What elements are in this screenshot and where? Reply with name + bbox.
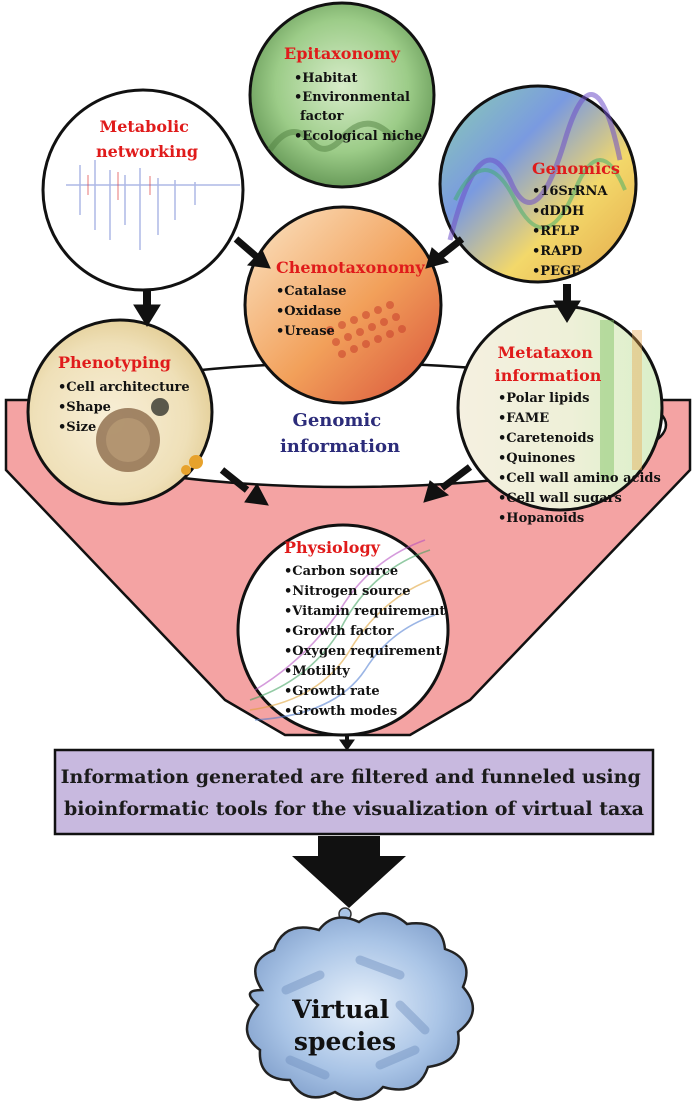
phenotyping-node: Phenotyping •Cell architecture •Shape •S…	[28, 320, 212, 504]
phenotyping-item: •Cell architecture	[58, 380, 190, 395]
metataxon-item: •FAME	[498, 411, 549, 426]
metataxon-item: •Quinones	[498, 451, 575, 466]
metataxon-item: •Cell wall sugars	[498, 491, 622, 506]
epitaxonomy-title: Epitaxonomy	[284, 44, 401, 63]
chemotaxonomy-item: •Urease	[276, 324, 335, 339]
physiology-item: •Growth factor	[284, 624, 394, 639]
metataxon-item: •Hopanoids	[498, 511, 584, 526]
epitaxonomy-item: •Environmental	[294, 90, 410, 105]
arrow-physiology-to-banner	[340, 735, 354, 750]
metabolic-networking-node: Metabolic networking	[43, 90, 243, 290]
physiology-item: •Growth rate	[284, 684, 380, 699]
physiology-item: •Vitamin requirement	[284, 604, 445, 619]
genomics-item: •16SrRNA	[532, 184, 608, 199]
epitaxonomy-node: Epitaxonomy •Habitat •Environmental fact…	[250, 3, 434, 187]
genomics-item: •dDDH	[532, 204, 584, 219]
phenotyping-item: •Size	[58, 420, 96, 435]
physiology-item: •Oxygen requirement	[284, 644, 441, 659]
chemotaxonomy-node: Chemotaxonomy •Catalase •Oxidase •Urease	[245, 207, 441, 403]
metataxon-item: •Caretenoids	[498, 431, 594, 446]
physiology-item: •Carbon source	[284, 564, 398, 579]
chemotaxonomy-item: •Oxidase	[276, 304, 341, 319]
arrow-genomics-to-chemotaxonomy	[426, 239, 462, 268]
metataxon-item: •Cell wall amino acids	[498, 471, 661, 486]
physiology-item: •Growth modes	[284, 704, 397, 719]
genomics-item: •RFLP	[532, 224, 579, 239]
physiology-item: •Motility	[284, 664, 350, 679]
epitaxonomy-item: •Habitat	[294, 71, 357, 86]
physiology-title: Physiology	[284, 538, 381, 557]
chemotaxonomy-item: •Catalase	[276, 284, 346, 299]
summary-banner: Information generated are filtered and f…	[55, 750, 653, 834]
phenotyping-item: •Shape	[58, 400, 111, 415]
virtual-species-cloud: Virtual species	[247, 913, 473, 1099]
genomics-title: Genomics	[532, 159, 620, 178]
down-arrow	[292, 836, 406, 908]
physiology-item: •Nitrogen source	[284, 584, 410, 599]
epitaxonomy-item: •Ecological niche	[294, 129, 422, 144]
chemotaxonomy-title: Chemotaxonomy	[276, 258, 425, 277]
genomics-node: Genomics •16SrRNA •dDDH •RFLP •RAPD •PEG…	[440, 86, 636, 282]
genomics-item: •PEGF	[532, 264, 581, 279]
genomics-item: •RAPD	[532, 244, 582, 259]
epitaxonomy-item: factor	[300, 109, 344, 124]
phenotyping-title: Phenotyping	[58, 353, 171, 372]
physiology-node: Physiology •Carbon source •Nitrogen sour…	[238, 525, 448, 735]
metataxon-item: •Polar lipids	[498, 391, 589, 406]
